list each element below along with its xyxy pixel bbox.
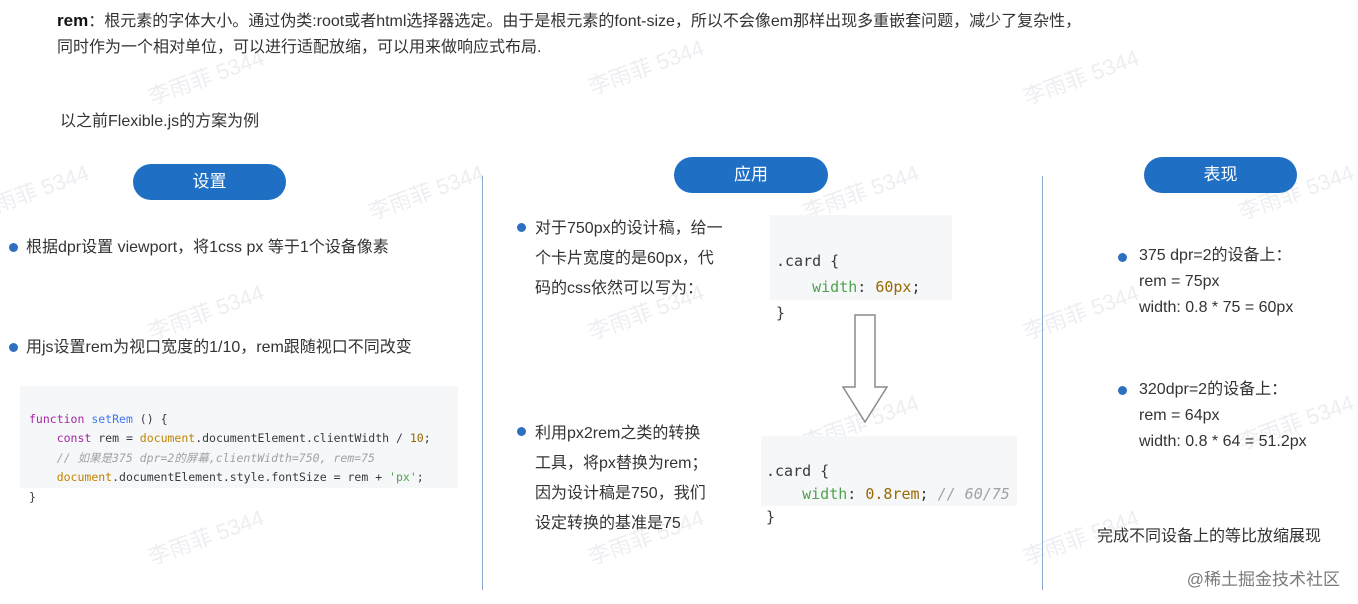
result-line: 375 dpr=2的设备上：	[1139, 247, 1292, 264]
result-item-320: 320dpr=2的设备上： rem = 64px width: 0.8 * 64…	[1139, 377, 1307, 455]
column-divider	[1042, 176, 1043, 590]
apply-title-badge: 应用	[674, 157, 828, 193]
bullet-dot	[1118, 386, 1127, 395]
intro-paragraph: rem：根元素的字体大小。通过伪类:root或者html选择器选定。由于是根元素…	[57, 8, 1097, 61]
bullet-dot	[517, 223, 526, 232]
setrem-code-block: function setRem () { const rem = documen…	[20, 386, 458, 504]
intro-term: rem	[57, 11, 89, 30]
result-summary: 完成不同设备上的等比放缩展现	[1097, 528, 1322, 545]
apply-bullet-line: 个卡片宽度的是60px，代	[535, 250, 714, 267]
column-divider	[482, 176, 483, 590]
apply-bullet-px2rem: 利用px2rem之类的转换 工具，将px替换为rem； 因为设计稿是750，我们…	[535, 419, 707, 539]
setup-bullet-viewport: 根据dpr设置 viewport，将1css px 等于1个设备像素	[26, 239, 389, 256]
apply-bullet-design: 对于750px的设计稿，给一 个卡片宽度的是60px，代 码的css依然可以写为…	[535, 214, 723, 304]
result-line: width: 0.8 * 75 = 60px	[1139, 299, 1294, 316]
watermark: 李雨菲 5344	[1019, 279, 1143, 345]
watermark: 李雨菲 5344	[0, 159, 93, 225]
bullet-dot	[9, 243, 18, 252]
card-rem-code: .card { width: 0.8rem; // 60/75}	[761, 436, 1017, 526]
footer-watermark: @稀土掘金技术社区	[1186, 570, 1340, 589]
setup-title-badge: 设置	[133, 164, 286, 200]
result-title-badge: 表现	[1144, 157, 1297, 193]
apply-bullet-line: 利用px2rem之类的转换	[535, 425, 701, 442]
arrow-down-icon	[841, 314, 889, 424]
apply-bullet-line: 因为设计稿是750，我们	[535, 485, 706, 502]
setup-bullet-rem: 用js设置rem为视口宽度的1/10，rem跟随视口不同改变	[26, 339, 412, 356]
example-label: 以之前Flexible.js的方案为例	[60, 113, 260, 130]
watermark: 李雨菲 5344	[364, 159, 488, 225]
bullet-dot	[517, 427, 526, 436]
result-line: rem = 64px	[1139, 407, 1220, 424]
result-line: 320dpr=2的设备上：	[1139, 381, 1288, 398]
apply-bullet-line: 对于750px的设计稿，给一	[535, 220, 723, 237]
apply-bullet-line: 工具，将px替换为rem；	[535, 455, 708, 472]
card-css-code: .card { width: 60px;}	[770, 215, 952, 322]
bullet-dot	[1118, 253, 1127, 262]
apply-bullet-line: 设定转换的基准是75	[535, 515, 681, 532]
intro-text: ：根元素的字体大小。通过伪类:root或者html选择器选定。由于是根元素的fo…	[57, 13, 1082, 56]
bullet-dot	[9, 343, 18, 352]
result-line: rem = 75px	[1139, 273, 1220, 290]
apply-bullet-line: 码的css依然可以写为：	[535, 280, 704, 297]
result-line: width: 0.8 * 64 = 51.2px	[1139, 433, 1307, 450]
result-item-375: 375 dpr=2的设备上： rem = 75px width: 0.8 * 7…	[1139, 243, 1293, 321]
